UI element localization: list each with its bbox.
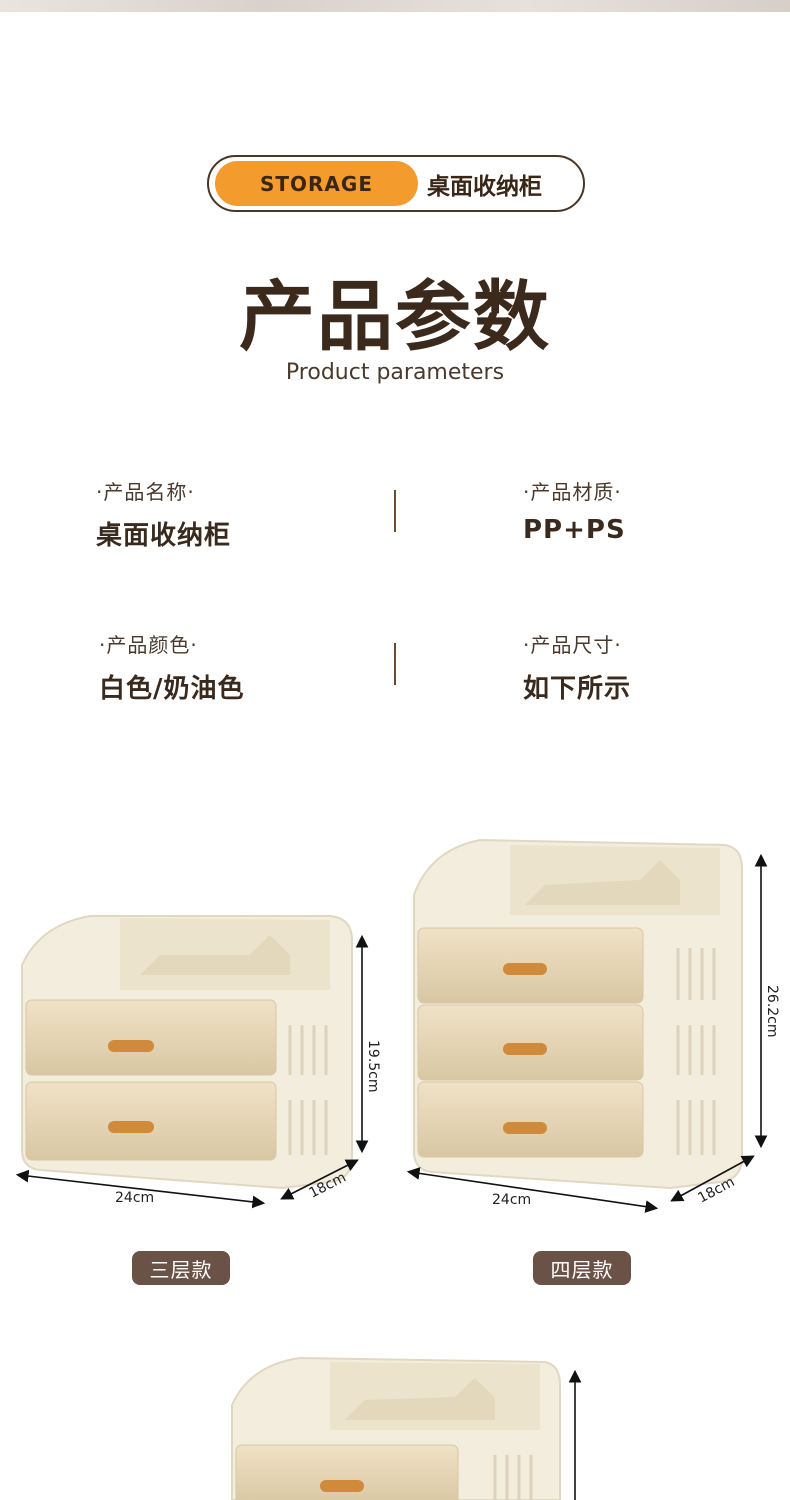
three-tier-tag[interactable]: 三层款	[132, 1251, 230, 1285]
param-size-value: 如下所示	[523, 674, 632, 704]
dimension-width-label: 24cm	[492, 1192, 531, 1208]
four-tier-tag[interactable]: 四层款	[533, 1251, 631, 1285]
width-arrow	[406, 1167, 659, 1213]
dimension-width-label: 24cm	[115, 1190, 154, 1206]
param-material-label: ·产品材质·	[523, 480, 622, 504]
param-size-label: ·产品尺寸·	[523, 633, 622, 657]
category-label: 桌面收纳柜	[427, 173, 542, 200]
dimension-height-label: 19.5cm	[365, 1040, 381, 1093]
param-material: ·产品材质· PP+PS	[523, 476, 626, 545]
param-name: ·产品名称· 桌面收纳柜	[96, 476, 231, 552]
param-divider	[394, 643, 396, 685]
category-pill: STORAGE 桌面收纳柜	[207, 155, 585, 212]
cabinet-preview-image	[231, 1356, 561, 1500]
param-color-value: 白色/奶油色	[99, 674, 245, 704]
param-divider	[394, 490, 396, 532]
param-color-label: ·产品颜色·	[99, 633, 198, 657]
storage-badge: STORAGE	[215, 161, 418, 206]
page-subtitle: Product parameters	[285, 360, 505, 385]
param-size: ·产品尺寸· 如下所示	[523, 629, 631, 705]
four-tier-cabinet-image	[413, 838, 743, 1190]
param-material-value: PP+PS	[523, 515, 626, 545]
three-tier-cabinet-image	[21, 915, 353, 1190]
width-arrow	[15, 1169, 266, 1209]
param-name-value: 桌面收纳柜	[96, 521, 232, 551]
param-name-label: ·产品名称·	[96, 480, 195, 504]
depth-arrow	[670, 1155, 755, 1202]
depth-arrow	[280, 1159, 359, 1200]
top-banner-strip	[0, 0, 790, 12]
page-title: 产品参数	[239, 272, 551, 361]
param-color: ·产品颜色· 白色/奶油色	[99, 629, 245, 705]
dimension-height-label: 26.2cm	[764, 985, 780, 1038]
